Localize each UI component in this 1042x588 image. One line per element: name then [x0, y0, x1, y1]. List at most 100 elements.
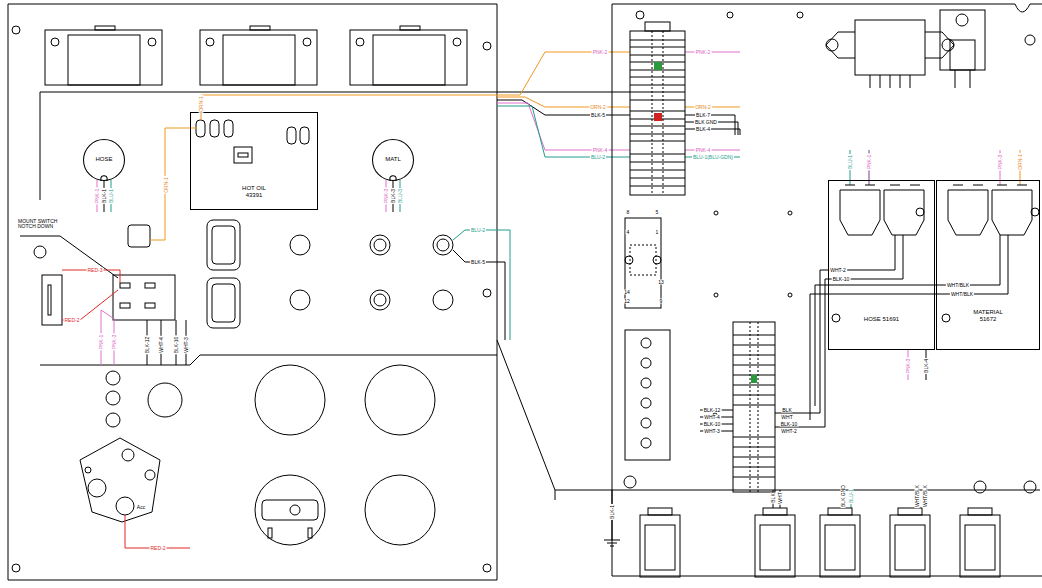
wire-label: BLK-7 [695, 113, 711, 118]
panel-components [433, 235, 453, 255]
hot-oil-parts [300, 127, 309, 144]
dial-tab [390, 176, 396, 181]
left-panel [34, 246, 46, 258]
left-panel [12, 26, 20, 34]
panel-components [106, 413, 120, 427]
terminal-strip [630, 31, 685, 195]
wire-label: WHT-2 [829, 268, 847, 273]
wire-label: ORN-2 [694, 105, 712, 110]
panel-components [120, 303, 130, 308]
wire-label: BLK-1 [102, 188, 107, 204]
wire-label: BLK-12 [703, 408, 722, 413]
relay-symbol [948, 190, 988, 235]
panel-components [145, 303, 155, 308]
gauge-symbol [400, 26, 420, 30]
panel-components [48, 285, 51, 315]
wire-label: BLU-2 [590, 155, 606, 160]
wire-label: BLK-1 [610, 504, 615, 520]
wire-label: 14 [623, 290, 631, 295]
relay-symbol [840, 190, 880, 235]
wire-label: BLU-1 [109, 188, 114, 204]
panel-components [290, 505, 300, 515]
wire-label: BLK-3 [391, 188, 396, 204]
plug-symbol [640, 508, 1000, 577]
panel-components [374, 294, 386, 306]
wire-label: 8 [626, 210, 631, 215]
gauge-symbol [45, 26, 467, 85]
wire [775, 235, 903, 427]
terminal-strip [750, 322, 758, 492]
plug-symbol [968, 508, 992, 515]
right-panel [714, 293, 718, 297]
wire-label: 12 [623, 299, 631, 304]
gauge-symbol [373, 35, 445, 85]
panel-components [42, 275, 62, 325]
connector-symbol [940, 10, 985, 70]
wire-label: PNK-3 [112, 334, 117, 351]
wire-label: WHT-3 [184, 336, 189, 354]
wire [685, 52, 740, 53]
left-panel [483, 42, 491, 50]
plug-symbol [755, 515, 795, 577]
panel-components [20, 236, 118, 278]
connector-symbol [855, 20, 925, 75]
right-panel [612, 4, 1042, 576]
connector-symbol [950, 40, 975, 70]
right-panel [974, 481, 986, 493]
right-panel [788, 211, 792, 215]
wire [685, 115, 740, 135]
wire-label: PNK-1 [867, 154, 872, 171]
plug-symbol [820, 515, 860, 577]
connector-symbol [826, 39, 838, 51]
component-box: HOSE 51691 [828, 180, 935, 350]
panel-components [120, 283, 130, 288]
wire-label: WHT-4 [159, 336, 164, 354]
terminal-marker [654, 113, 662, 121]
wire-label: PNK-1 [95, 188, 100, 205]
gauge-symbol [453, 38, 461, 46]
panel-line [40, 92, 1040, 500]
terminal-marker [654, 113, 662, 121]
plug-symbol [760, 525, 790, 570]
panel-components [437, 239, 449, 251]
wire-label: ORN-1 [199, 95, 204, 113]
panel-components [88, 479, 106, 497]
wire-label: WHT [780, 415, 793, 420]
terminal-strip [733, 322, 775, 492]
panel-components [255, 365, 325, 435]
relay-symbol [916, 208, 924, 216]
wire [815, 235, 1000, 406]
wire-label: 4 [626, 230, 631, 235]
wire-label: 1 [655, 230, 660, 235]
plug-symbol [960, 515, 1000, 577]
panel-line [40, 92, 41, 200]
wire-label: 13 [657, 280, 665, 285]
terminal-strip [625, 330, 670, 460]
wire-label: BLK-10 [780, 422, 799, 427]
potentiometer-dial: MATL [372, 139, 414, 181]
panel-components [207, 278, 240, 328]
hot-oil-parts [196, 120, 205, 137]
gauge-symbol [223, 35, 295, 85]
wire-label: BLU-3 [398, 188, 403, 204]
left-panel [12, 564, 20, 572]
right-panel [727, 12, 733, 18]
panel-components [374, 239, 386, 251]
panel-components [433, 290, 453, 310]
wire [147, 320, 186, 365]
panel-components [145, 283, 155, 288]
panel-components [365, 365, 435, 435]
hot-oil-parts [234, 147, 252, 163]
wire-label: BLU-1 [848, 154, 853, 170]
wire-label: PNK-3 [384, 188, 389, 205]
gauge-symbol [250, 26, 270, 30]
relay-symbol [1031, 208, 1039, 216]
right-panel [624, 476, 636, 488]
wire-label: WHT-4 [703, 415, 721, 420]
connector-symbol [826, 32, 954, 58]
plug-symbol [648, 508, 672, 515]
panel-components [148, 383, 182, 417]
wire-label: PNK-3 [906, 358, 911, 375]
panel-components [308, 528, 312, 538]
